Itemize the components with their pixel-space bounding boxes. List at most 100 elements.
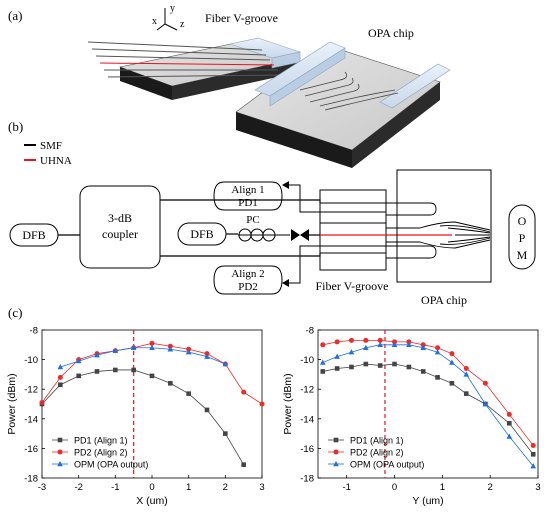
data-point-series-2 (391, 341, 398, 347)
data-point-series-2 (222, 361, 229, 367)
y-tick-label: -10 (300, 355, 314, 366)
legend-smf-label: SMF (40, 140, 62, 152)
legend-marker (333, 437, 339, 443)
data-point-series-1 (57, 374, 63, 380)
y-tick-label: -14 (24, 414, 38, 425)
legend-marker (333, 449, 339, 455)
dfb-left-label: DFB (22, 228, 45, 242)
data-point-series-1 (530, 442, 536, 448)
series-line-0 (41, 369, 245, 465)
legend-entry: OPM (OPA output) (74, 460, 148, 470)
data-point-series-1 (259, 401, 265, 407)
data-point-series-2 (149, 344, 155, 350)
legend-entry: PD2 (Align 2) (350, 448, 404, 458)
data-point-series-0 (241, 462, 246, 467)
data-point-series-2 (334, 353, 340, 359)
x-tick-label: 2 (488, 482, 493, 493)
data-point-series-0 (377, 363, 383, 368)
data-point-series-2 (434, 349, 441, 355)
data-point-series-0 (149, 373, 155, 379)
legend-entry: PD1 (Align 1) (350, 436, 404, 446)
legend-marker (333, 461, 339, 467)
legend-marker (57, 437, 63, 443)
y-tick-label: -12 (24, 385, 38, 396)
opa-chip-box (396, 169, 492, 283)
data-point-series-2 (530, 463, 537, 469)
data-point-series-0 (449, 380, 455, 386)
align2-line1: Align 2 (231, 268, 264, 280)
data-point-series-0 (113, 367, 118, 373)
data-point-series-2 (130, 344, 137, 350)
x-tick-label: -1 (111, 482, 119, 493)
data-point-series-2 (406, 341, 412, 347)
axis-x-label: x (152, 16, 157, 27)
y-axis-label: Power (dBm) (282, 373, 294, 434)
data-point-series-2 (363, 344, 369, 350)
y-tick-label: -16 (24, 444, 38, 455)
align1-line2: PD1 (238, 197, 258, 209)
pc-loops (238, 228, 290, 242)
fiber-vgroove-block (87, 37, 302, 100)
data-point-series-0 (204, 407, 210, 413)
align2-line2: PD2 (238, 281, 258, 293)
data-point-series-1 (435, 345, 441, 351)
data-point-series-0 (392, 361, 397, 367)
y-tick-label: -8 (306, 326, 314, 337)
data-point-series-2 (112, 347, 119, 353)
data-point-series-0 (406, 364, 412, 370)
legend-entry: PD1 (Align 1) (74, 436, 128, 446)
data-point-series-0 (223, 431, 228, 436)
data-point-series-1 (334, 339, 340, 345)
data-point-series-1 (449, 351, 455, 357)
legend-marker (57, 449, 63, 455)
coupler-box (79, 185, 161, 269)
data-point-series-0 (507, 420, 512, 426)
y-tick-label: -16 (300, 444, 314, 455)
y-tick-label: -18 (24, 474, 38, 485)
data-point-series-2 (449, 359, 455, 365)
axes-indicator (156, 8, 178, 31)
data-point-series-1 (320, 342, 326, 348)
panel-b-label: (b) (8, 119, 23, 134)
panel-c-label: (c) (8, 305, 22, 320)
dfb-mid-label: DFB (190, 227, 213, 241)
legend-uhna-label: UHNA (40, 155, 72, 167)
data-point-series-2 (482, 401, 489, 407)
data-point-series-0 (463, 391, 469, 396)
data-point-series-0 (168, 380, 173, 386)
data-point-series-0 (349, 364, 354, 370)
data-point-series-0 (420, 369, 426, 374)
data-point-series-2 (506, 433, 513, 439)
opm-letter-p: P (519, 231, 526, 245)
legend-entry: PD2 (Align 2) (74, 448, 128, 458)
opm-letter-m: M (517, 248, 528, 262)
data-point-series-2 (377, 341, 383, 347)
x-tick-label: 2 (223, 482, 228, 493)
y-tick-label: -10 (24, 355, 38, 366)
x-tick-label: 1 (186, 482, 191, 493)
data-point-series-2 (57, 364, 64, 370)
series-line-0 (322, 363, 534, 455)
data-point-series-1 (363, 337, 369, 343)
opa-chip-label-b: OPA chip (421, 293, 467, 307)
x-tick-label: -2 (74, 482, 82, 493)
data-point-series-2 (94, 352, 100, 358)
x-axis-label: Y (um) (412, 495, 443, 507)
data-point-series-2 (420, 344, 427, 350)
series-line-2 (322, 344, 534, 467)
data-point-series-0 (186, 391, 191, 396)
align2-box (213, 265, 283, 295)
coupler-line2: coupler (102, 227, 138, 241)
data-point-series-1 (506, 411, 512, 417)
y-tick-label: -8 (30, 326, 38, 337)
x-tick-label: -1 (342, 482, 350, 493)
data-point-series-0 (76, 373, 81, 379)
panel-a: (a) y x z Fiber V-groove OPA chip (8, 3, 451, 168)
data-point-series-1 (348, 337, 354, 343)
axis-z-label: z (180, 19, 185, 30)
data-point-series-2 (463, 371, 470, 377)
data-point-series-0 (435, 375, 440, 380)
opm-box (508, 204, 536, 270)
